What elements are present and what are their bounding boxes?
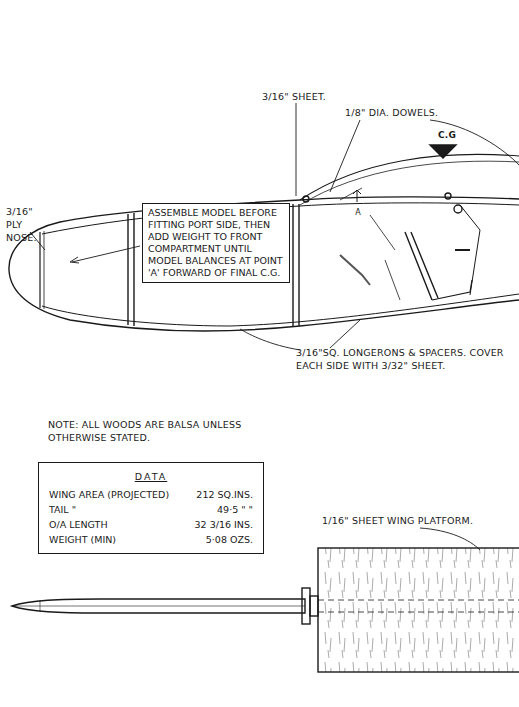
table-cell: 5·08 OZS. (195, 532, 253, 547)
table-cell: O/A LENGTH (49, 517, 183, 532)
table-cell: TAIL " (49, 502, 183, 517)
material-callout: 1/8" DIA. DOWELS. (345, 106, 465, 119)
table-cell: WING AREA (PROJECTED) (49, 487, 183, 502)
table-heading: DATA (49, 469, 253, 484)
table-cell: 49·5 " " (195, 502, 253, 517)
table-cell: WEIGHT (MIN) (49, 532, 183, 547)
note-box: ASSEMBLE MODEL BEFORE FITTING PORT SIDE,… (142, 203, 290, 283)
balance-point: A (352, 206, 364, 219)
material-callout: 3/16" SHEET. (262, 90, 352, 103)
material-callout: 1/16" SHEET WING PLATFORM. (322, 514, 512, 527)
cg-mark: C.G (427, 129, 467, 142)
note-text: ASSEMBLE MODEL BEFORE FITTING PORT SIDE,… (148, 207, 284, 279)
data-table: DATA WING AREA (PROJECTED) 212 SQ.INS. TAIL… (38, 462, 264, 554)
material-callout: 3/16"SQ. LONGERONS & SPACERS. COVER EACH… (296, 346, 506, 372)
table-cell: 212 SQ.INS. (195, 487, 253, 502)
material-callout: 3/16" PLY NOSE. (6, 205, 46, 244)
general-note: NOTE: ALL WOODS ARE BALSA UNLESS OTHERWI… (48, 418, 278, 444)
table-cell: 32 3/16 INS. (195, 517, 253, 532)
